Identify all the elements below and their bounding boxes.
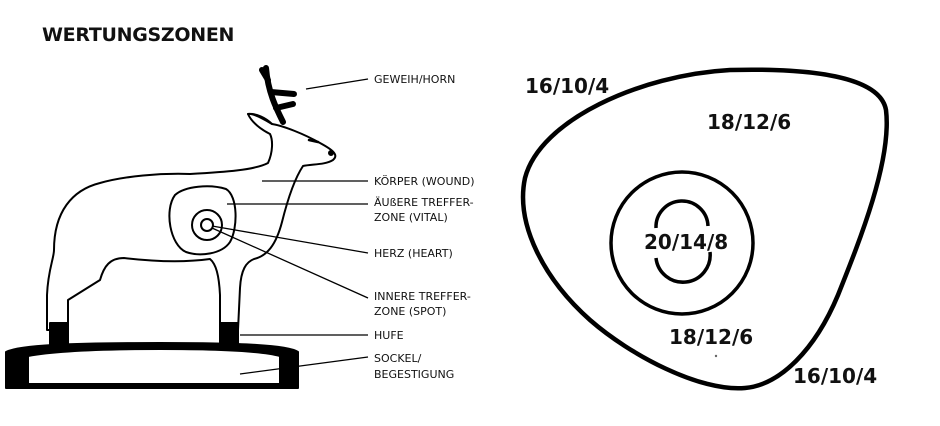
outer-zone-outline	[520, 67, 889, 391]
antler-icon	[259, 65, 297, 125]
label-inner-zone-line1: INNERE TREFFER-	[374, 290, 471, 303]
score-center: 20/14/8	[644, 230, 728, 254]
label-antler: GEWEIH/HORN	[374, 73, 455, 86]
deer-illustration	[5, 65, 337, 389]
score-vital-bottom: 18/12/6	[669, 325, 753, 349]
deer-base	[5, 342, 299, 389]
deer-body-outline	[46, 112, 337, 331]
label-inner-zone-line2: ZONE (SPOT)	[374, 305, 446, 318]
leader-lines	[211, 78, 369, 375]
hoof-front	[219, 322, 239, 346]
vital-zone-outline	[168, 185, 237, 256]
score-outer-bottom: 16/10/4	[793, 364, 877, 388]
spot-ring	[191, 209, 223, 241]
label-outer-zone-line1: ÄUßERE TREFFER-	[374, 196, 474, 209]
label-outer-zone-line2: ZONE (VITAL)	[374, 211, 448, 224]
label-body: KÖRPER (WOUND)	[374, 175, 475, 188]
label-base-line1: SOCKEL/	[374, 352, 422, 365]
stray-dot	[714, 354, 718, 358]
page-title: WERTUNGSZONEN	[42, 24, 235, 46]
score-vital-top: 18/12/6	[707, 110, 791, 134]
score-outer-top: 16/10/4	[525, 74, 609, 98]
label-hooves: HUFE	[374, 329, 404, 342]
center-ring-arc-bottom	[654, 251, 712, 284]
target-zones	[520, 67, 889, 391]
heart-ring	[200, 218, 214, 232]
hoof-back	[49, 322, 69, 346]
vital-zone-ring	[609, 170, 755, 316]
label-heart: HERZ (HEART)	[374, 247, 453, 260]
label-base-line2: BEGESTIGUNG	[374, 368, 454, 381]
center-ring-arc-top	[654, 199, 710, 229]
